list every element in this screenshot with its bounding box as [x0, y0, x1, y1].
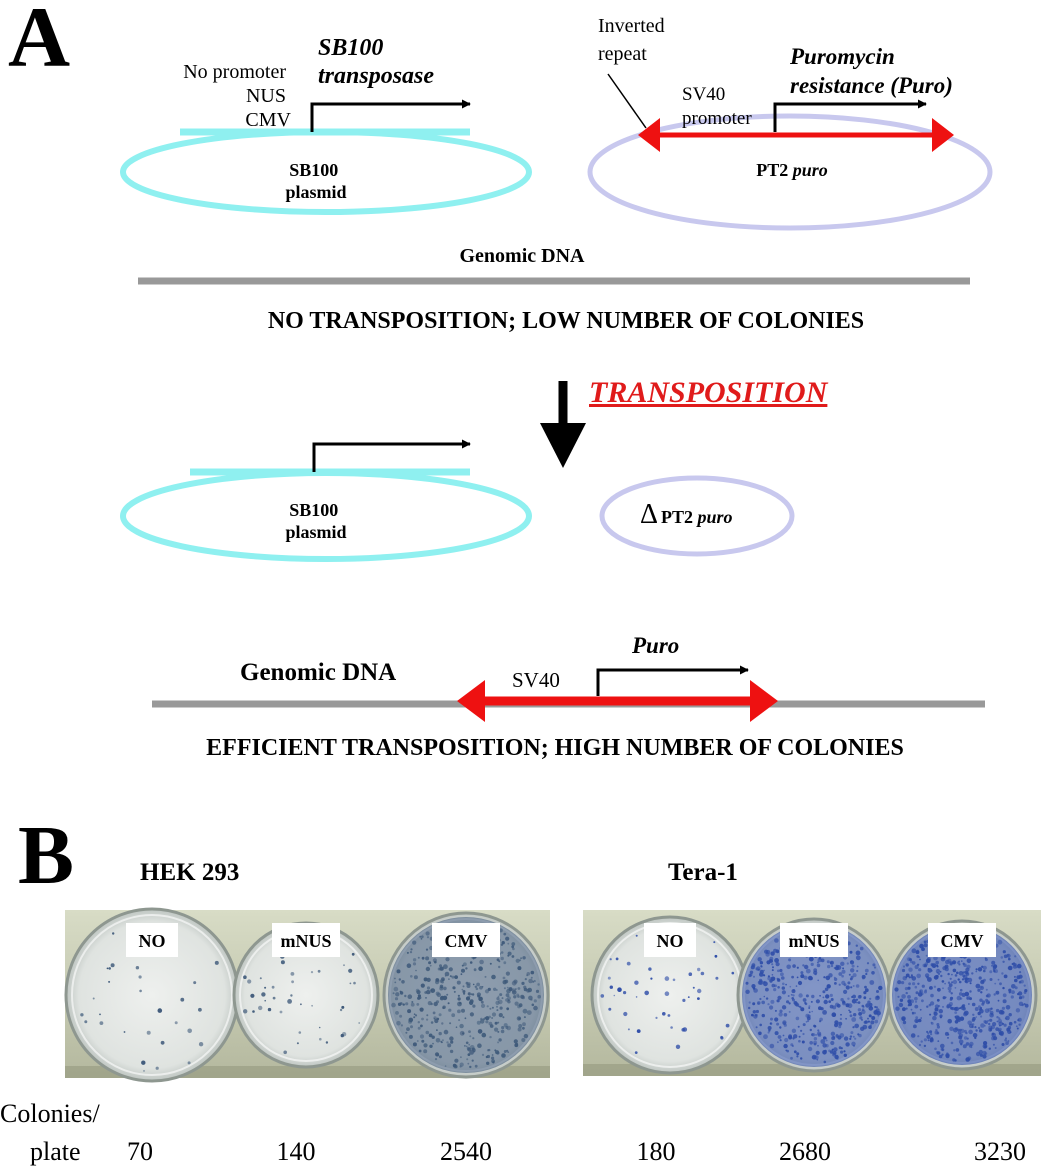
colony-counts: 70 140 2540 180 2680 3230	[127, 1137, 1026, 1166]
colony-count-tera1-mnus: 2680	[779, 1137, 831, 1166]
svg-text:CMV: CMV	[445, 931, 488, 951]
colony-count-hek293-cmv: 2540	[440, 1137, 492, 1166]
inverted-repeat-pointer	[607, 73, 647, 129]
sb100-promoter-arrow-after	[312, 439, 471, 472]
sv40-short-label: SV40	[512, 668, 560, 692]
transposition-arrow-head	[540, 423, 586, 468]
petri-dish-hek293-cmv	[382, 911, 550, 1079]
pt2-plasmid-circle	[587, 113, 993, 231]
svg-text:NO: NO	[657, 931, 684, 951]
genomic-dna-label-bottom: Genomic DNA	[240, 659, 396, 686]
plate-label-hek293-mnus: mNUS	[272, 923, 340, 957]
plate-label-tera1-cmv: CMV	[928, 923, 996, 957]
svg-text:CMV: CMV	[941, 931, 984, 951]
puro-short-label: Puro	[631, 633, 679, 658]
colony-count-hek293-mnus: 140	[277, 1137, 316, 1166]
integrated-ir-right	[750, 680, 778, 722]
plate-label-tera1-mnus: mNUS	[780, 923, 848, 957]
integrated-ir-left	[457, 680, 485, 722]
pt2-plasmid-label: PT2 puro	[756, 160, 828, 180]
sb100-gene-label: SB100 transposase	[318, 35, 434, 89]
puro-gene-label: Puromycin resistance (Puro)	[789, 44, 953, 98]
cell-line-tera1: Tera-1	[668, 859, 738, 886]
delta-pt2-plasmid-circle	[599, 475, 795, 557]
plate-label-hek293-no: NO	[126, 923, 178, 957]
colony-count-hek293-no: 70	[127, 1137, 153, 1166]
sv40-promoter-label: SV40 promoter	[682, 84, 752, 129]
genomic-dna-label-top: Genomic DNA	[460, 245, 586, 267]
plate-label-hek293-cmv: CMV	[432, 923, 500, 957]
colony-count-tera1-no: 180	[637, 1137, 676, 1166]
integrated-sv40-arrow	[596, 665, 749, 696]
promoter-options-label: No promoter NUS CMV	[183, 61, 291, 131]
transposition-label: TRANSPOSITION	[589, 376, 829, 409]
petri-dishes: NO mNUS CMV NO mNUS CMV	[64, 907, 1038, 1083]
petri-dish-hek293-mnus	[232, 921, 380, 1069]
cell-line-hek293: HEK 293	[140, 859, 239, 886]
panel-b-label: B	[18, 809, 74, 902]
sb100-promoter-arrow	[310, 99, 471, 132]
inverted-repeat-label: Inverted repeat	[598, 15, 670, 65]
colony-count-tera1-cmv: 3230	[974, 1137, 1026, 1166]
sb100-plasmid-label-after: SB100 plasmid	[285, 500, 346, 542]
svg-text:mNUS: mNUS	[788, 931, 839, 951]
plate-label-tera1-no: NO	[644, 923, 696, 957]
panel-a-label: A	[8, 0, 70, 85]
outcome-no-transposition: NO TRANSPOSITION; LOW NUMBER OF COLONIES	[268, 308, 864, 334]
inverted-repeat-left	[638, 118, 660, 152]
petri-dish-tera1-cmv	[886, 919, 1038, 1071]
outcome-efficient-transposition: EFFICIENT TRANSPOSITION; HIGH NUMBER OF …	[206, 735, 904, 761]
sv40-promoter-arrow	[773, 99, 927, 132]
petri-dish-tera1-mnus	[736, 917, 892, 1073]
inverted-repeat-right	[932, 118, 954, 152]
svg-text:NO: NO	[139, 931, 166, 951]
colonies-per-plate-label: Colonies/ plate	[0, 1099, 106, 1166]
sb100-plasmid-label: SB100 plasmid	[285, 160, 346, 202]
svg-text:mNUS: mNUS	[280, 931, 331, 951]
